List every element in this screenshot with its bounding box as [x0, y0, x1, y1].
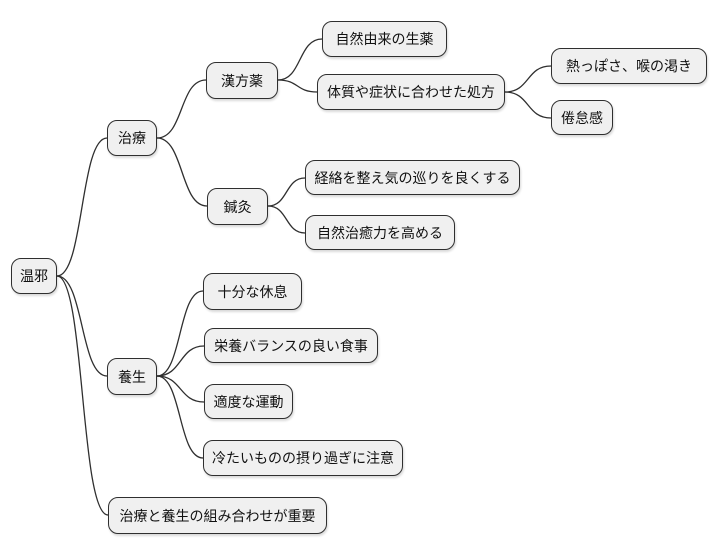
edge-root-kumiawase: [56, 275, 109, 516]
mindmap-node-undo: 適度な運動: [204, 384, 293, 419]
mindmap-node-root: 温邪: [11, 258, 57, 294]
mindmap-node-kyusoku: 十分な休息: [203, 273, 302, 310]
edge-yojo-undo: [156, 375, 205, 403]
edge-yojo-kyusoku: [156, 290, 204, 377]
edge-yojo-shokuji: [156, 345, 205, 377]
edge-root-chiryo: [56, 137, 108, 277]
mindmap-node-keiraku: 経絡を整え気の巡りを良くする: [305, 160, 520, 195]
edge-yojo-tsumetai: [156, 375, 204, 459]
edge-shoho-netsuppo: [504, 65, 552, 93]
mindmap-node-chiyu: 自然治癒力を高める: [305, 215, 455, 250]
mindmap-node-shokuji: 栄養バランスの良い食事: [204, 328, 378, 363]
mindmap-node-shoho: 体質や症状に合わせた処方: [317, 74, 505, 110]
mindmap-node-kentaikan: 倦怠感: [551, 100, 613, 135]
mindmap-node-shinkyu: 鍼灸: [207, 188, 268, 225]
mindmap-node-tsumetai: 冷たいものの摂り過ぎに注意: [203, 440, 403, 476]
mindmap-node-kampo: 漢方薬: [206, 62, 278, 99]
edge-root-yojo: [56, 275, 108, 377]
edge-shoho-kentaikan: [504, 91, 552, 119]
edge-kampo-shoyaku: [277, 38, 323, 81]
mindmap-node-shoyaku: 自然由来の生薬: [322, 21, 447, 57]
edge-kampo-shoho: [277, 79, 318, 93]
edge-chiryo-shinkyu: [156, 137, 208, 207]
edge-shinkyu-chiyu: [267, 205, 306, 234]
mindmap-node-yojo: 養生: [107, 358, 157, 395]
edge-chiryo-kampo: [156, 79, 207, 139]
mindmap-node-kumiawase: 治療と養生の組み合わせが重要: [108, 497, 327, 534]
mindmap-node-chiryo: 治療: [107, 120, 157, 156]
edge-shinkyu-keiraku: [267, 177, 306, 207]
mindmap-node-netsuppo: 熱っぽさ、喉の渇き: [551, 48, 707, 84]
